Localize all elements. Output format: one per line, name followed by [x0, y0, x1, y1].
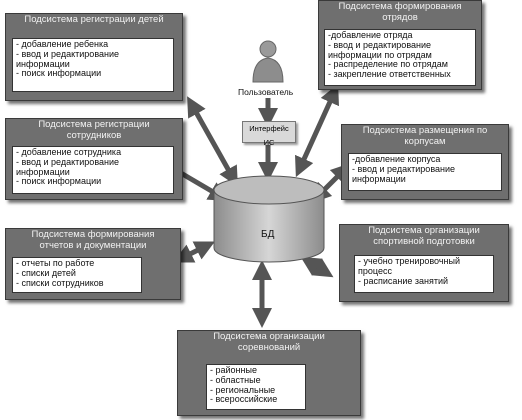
- box-housing: Подсистема размещения по корпусам -добав…: [341, 124, 509, 200]
- list-item: - учебно тренировочный: [358, 256, 461, 266]
- list-item: - добавление ребенка: [16, 39, 109, 49]
- interface-label: Интерфейс ИС: [249, 124, 289, 147]
- list-item: - ввод и редактирование: [352, 163, 456, 174]
- list-item: процесс: [358, 265, 392, 276]
- list-item: информации: [352, 173, 406, 184]
- list-item: - районные: [210, 365, 257, 375]
- list-item: - отчеты по работе: [16, 258, 95, 268]
- box-title: Подсистема организации соревнований: [213, 331, 325, 353]
- list-item: - поиск информации: [16, 68, 102, 79]
- box-list: - добавление ребенка - ввод и редактиров…: [12, 38, 174, 92]
- list-item: - областные: [210, 374, 261, 385]
- db-label: БД: [261, 229, 275, 240]
- box-sport: Подсистема организации спортивной подгот…: [339, 224, 509, 302]
- user-icon: [252, 40, 284, 83]
- list-item: - списки сотрудников: [16, 277, 104, 288]
- arrow-children: [187, 96, 238, 187]
- list-item: - поиск информации: [16, 176, 102, 187]
- arrow-reports: [173, 241, 215, 263]
- box-title: Подсистема формирования отрядов: [338, 1, 462, 23]
- box-squads: Подсистема формирования отрядов -добавле…: [318, 0, 482, 90]
- list-item: - всероссийские: [210, 394, 278, 405]
- list-item: - закрепление ответственных: [328, 69, 451, 80]
- box-list: - учебно тренировочный процесс - расписа…: [354, 255, 494, 293]
- box-competitions: Подсистема организации соревнований - ра…: [177, 330, 361, 416]
- list-item: - ввод и редактирование: [328, 39, 432, 50]
- list-item: - списки детей: [16, 267, 76, 278]
- interface-box: Интерфейс ИС: [242, 121, 296, 147]
- box-staff-registration: Подсистема регистрации сотрудников - доб…: [5, 118, 183, 200]
- list-item: - ввод и редактирование: [16, 156, 120, 167]
- box-title: Подсистема организации спортивной подгот…: [368, 225, 480, 247]
- list-item: - распределение по отрядам: [328, 59, 448, 70]
- box-list: - отчеты по работе - списки детей - спис…: [12, 257, 142, 293]
- box-title: Подсистема регистрации детей: [24, 14, 164, 25]
- box-title: Подсистема размещения по корпусам: [362, 125, 488, 147]
- box-title: Подсистема регистрации сотрудников: [38, 119, 150, 141]
- box-reports: Подсистема формирования отчетов и докуме…: [5, 228, 181, 300]
- list-item: информации: [16, 58, 70, 69]
- list-item: - расписание занятий: [358, 275, 449, 286]
- list-item: - региональные: [210, 384, 276, 395]
- box-children-registration: Подсистема регистрации детей - добавлени…: [5, 13, 183, 101]
- box-list: -добавление отряда - ввод и редактирован…: [324, 29, 476, 86]
- arrow-squads: [295, 83, 339, 178]
- user-label: Пользователь: [238, 87, 294, 97]
- list-item: - ввод и редактирование: [16, 48, 120, 59]
- list-item: - добавление сотрудника: [16, 147, 122, 157]
- list-item: информации по отрядам: [328, 49, 432, 60]
- arrow-sport: [300, 256, 334, 278]
- list-item: -добавление отряда: [328, 30, 413, 40]
- list-item: -добавление корпуса: [352, 154, 441, 164]
- box-list: -добавление корпуса - ввод и редактирова…: [348, 153, 502, 191]
- database-cylinder: [213, 175, 325, 263]
- box-title: Подсистема формирования отчетов и докуме…: [31, 229, 155, 251]
- list-item: информации: [16, 166, 70, 177]
- box-list: - районные - областные - региональные - …: [206, 364, 306, 410]
- box-list: - добавление сотрудника - ввод и редакти…: [12, 146, 174, 194]
